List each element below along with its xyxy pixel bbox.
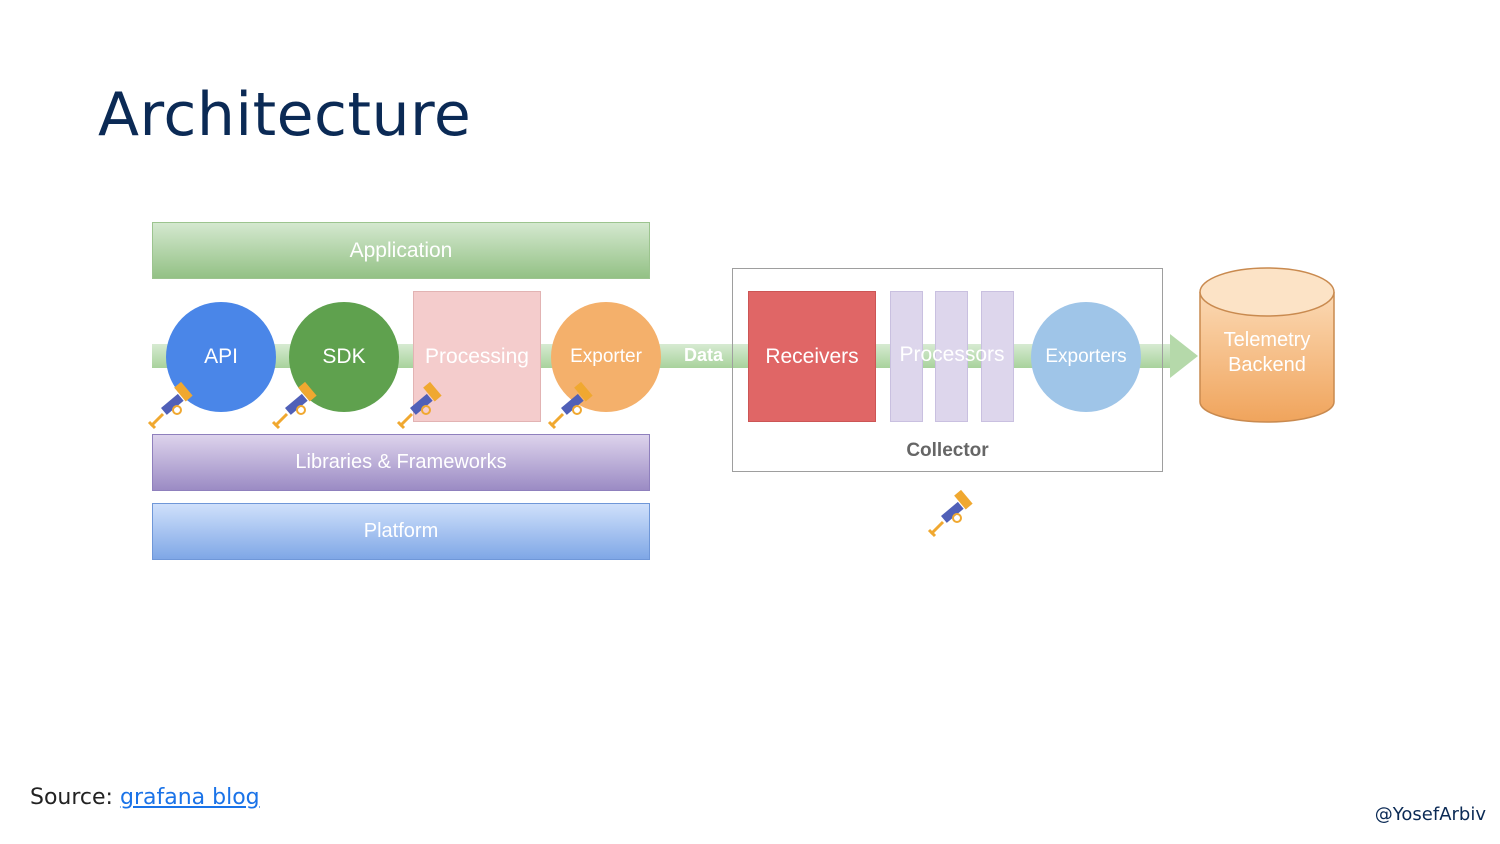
data-flow-arrowhead xyxy=(1170,334,1198,378)
backend-line-2: Backend xyxy=(1228,354,1306,376)
telescope-icon xyxy=(271,381,317,430)
source-link[interactable]: grafana blog xyxy=(119,785,260,810)
telescope-icon xyxy=(547,381,593,430)
processors-label: Processors xyxy=(899,343,1005,366)
libraries-layer: Libraries & Frameworks xyxy=(152,434,650,491)
telescope-icon xyxy=(927,489,973,538)
collector-frame xyxy=(732,268,1163,472)
data-label: Data xyxy=(684,345,724,365)
receivers-node: Receivers xyxy=(748,291,876,422)
author-handle: @YosefArbiv xyxy=(1374,804,1486,825)
platform-layer: Platform xyxy=(152,503,650,560)
telescope-icon xyxy=(396,381,442,430)
backend-line-1: Telemetry xyxy=(1223,329,1311,351)
collector-label: Collector xyxy=(906,440,989,461)
exporters-node: Exporters xyxy=(1031,302,1141,412)
page-title: Architecture xyxy=(98,80,472,150)
application-layer: Application xyxy=(152,222,650,279)
exporter-node: Exporter xyxy=(551,302,661,412)
telescope-icon xyxy=(147,381,193,430)
telemetry-backend-label: Telemetry Backend xyxy=(1200,328,1334,378)
source-prefix: Source: xyxy=(30,785,113,810)
processor-column xyxy=(890,291,923,422)
telemetry-backend-cylinder xyxy=(1199,267,1335,423)
processor-column xyxy=(981,291,1014,422)
processor-column xyxy=(935,291,968,422)
source-citation: Source: grafana blog xyxy=(30,785,260,810)
